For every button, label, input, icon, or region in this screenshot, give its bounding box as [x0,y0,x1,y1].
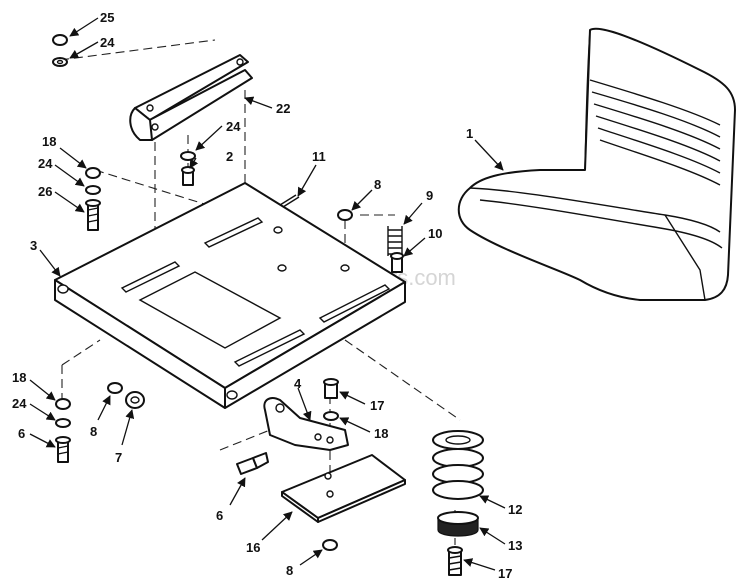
callout-6: 6 [216,508,223,523]
seat-mounting-plate [54,182,406,409]
callout-18: 18 [42,134,56,149]
callout-17: 17 [498,566,512,581]
callout-13: 13 [508,538,522,553]
callout-18: 18 [12,370,26,385]
callout-24: 24 [100,35,115,50]
callout-8: 8 [286,563,293,578]
lower-bracket [263,397,349,451]
callout-6: 6 [18,426,25,441]
callout-1: 1 [466,126,473,141]
callout-24: 24 [226,119,241,134]
callout-3: 3 [30,238,37,253]
callout-24: 24 [12,396,27,411]
top-bracket [129,54,253,141]
callout-7: 7 [115,450,122,465]
hardware [52,34,463,576]
callout-4: 4 [294,376,302,391]
callout-8: 8 [90,424,97,439]
callout-25: 25 [100,10,114,25]
callout-22: 22 [276,101,290,116]
callout-9: 9 [426,188,433,203]
callout-10: 10 [428,226,442,241]
rubber-bumper [437,511,479,537]
base-plate [281,454,406,523]
callout-12: 12 [508,502,522,517]
callout-17: 17 [370,398,384,413]
callout-labels: 25 24 22 24 2 18 24 26 11 8 9 10 3 1 18 … [12,10,522,581]
callout-26: 26 [38,184,52,199]
callout-24: 24 [38,156,53,171]
seat [457,27,736,301]
suspension-spring [432,430,484,500]
leader-lines [29,17,506,571]
callout-2: 2 [226,149,233,164]
callout-8: 8 [374,177,381,192]
callout-11: 11 [312,149,326,164]
callout-16: 16 [246,540,260,555]
callout-18: 18 [374,426,388,441]
